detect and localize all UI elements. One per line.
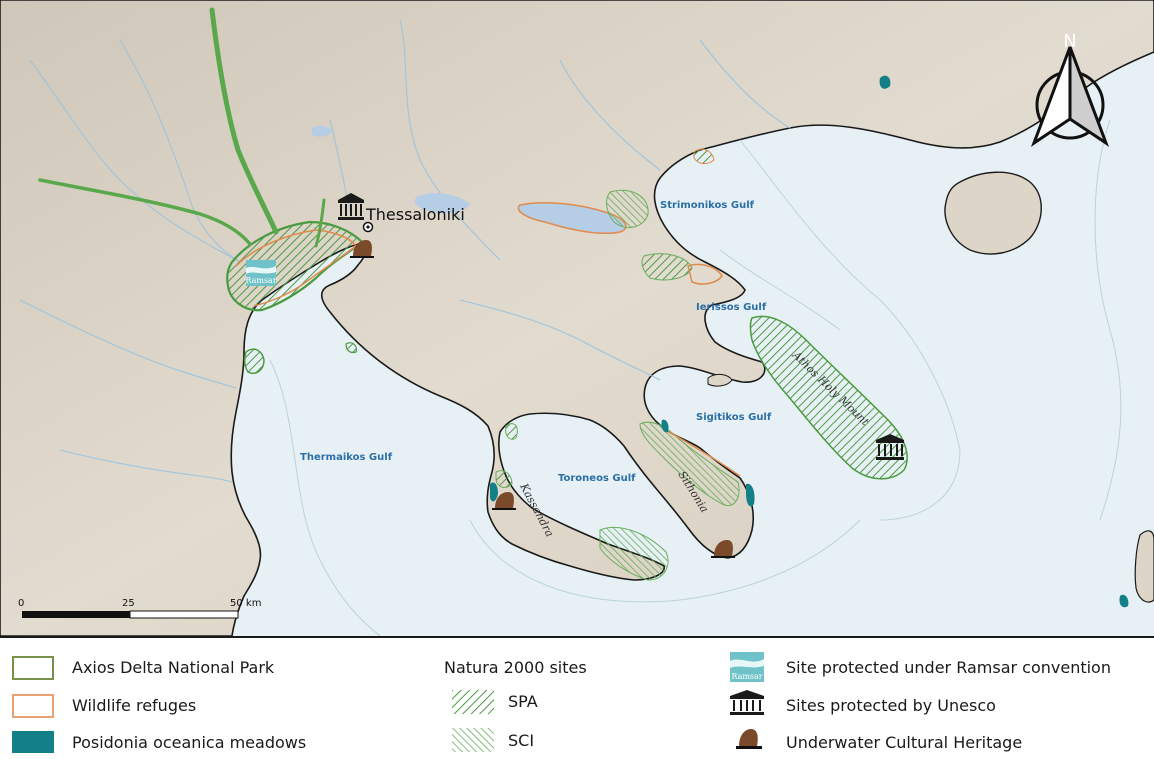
map-canvas: Strimonikos Gulf Ierissos Gulf Sigitikos… — [0, 0, 1154, 636]
legend-axios-label: Axios Delta National Park — [72, 658, 275, 677]
legend-posidonia-label: Posidonia oceanica meadows — [72, 733, 307, 752]
legend-unesco-label: Sites protected by Unesco — [786, 696, 996, 715]
axios-delta-area — [38, 7, 364, 374]
natura-2000-zones — [495, 148, 908, 581]
thasos-island — [944, 171, 1042, 255]
legend-ramsar-label: Site protected under Ramsar convention — [786, 658, 1111, 677]
depth-contours — [269, 119, 1122, 636]
lake-small — [312, 125, 332, 137]
gulf-label-thermaikos: Thermaikos Gulf — [300, 452, 393, 463]
legend-uch-label: Underwater Cultural Heritage — [786, 733, 1023, 752]
underwater-heritage-icon — [736, 729, 762, 749]
legend-spa-label: SPA — [508, 692, 538, 711]
legend-natura-label: Natura 2000 sites — [444, 658, 587, 677]
unesco-site-thessaloniki — [338, 193, 364, 220]
city-point-thessaloniki[interactable] — [362, 221, 374, 233]
gulf-label-toroneos: Toroneos Gulf — [558, 473, 636, 484]
underwater-heritage-markers — [350, 240, 735, 558]
gulf-label-sigitikos: Sigitikos Gulf — [696, 412, 772, 423]
sci-swatch — [452, 728, 494, 752]
svg-text:Ramsar: Ramsar — [731, 672, 762, 681]
island-east — [1134, 530, 1154, 603]
svg-text:25: 25 — [122, 598, 135, 609]
legend-sci-label: SCI — [508, 731, 535, 750]
gulf-label-ierissos: Ierissos Gulf — [696, 302, 767, 313]
lake-volvi — [517, 202, 627, 235]
gulf-label-strimonikos: Strimonikos Gulf — [660, 200, 755, 211]
unesco-site-athos — [876, 434, 904, 460]
islet — [707, 373, 733, 387]
svg-text:50 km: 50 km — [230, 598, 261, 609]
scale-bar: 0 25 50 km — [18, 598, 261, 619]
ramsar-site-marker: Ramsar — [245, 260, 277, 286]
map-legend: Axios Delta National Park Wildlife refug… — [0, 636, 1154, 759]
posidonia-swatch — [12, 731, 54, 753]
ramsar-icon: Ramsar — [730, 652, 764, 682]
legend-refuges-label: Wildlife refuges — [72, 696, 197, 715]
posidonia-meadows — [490, 75, 1129, 608]
city-label-thessaloniki[interactable]: Thessaloniki — [365, 205, 465, 224]
svg-text:0: 0 — [18, 598, 24, 609]
svg-text:N: N — [1063, 31, 1076, 52]
unesco-icon — [730, 690, 764, 715]
svg-text:Ramsar: Ramsar — [245, 276, 276, 285]
refuge-swatch — [12, 694, 54, 718]
north-arrow-icon: N — [1030, 31, 1110, 147]
spa-swatch — [452, 690, 494, 714]
axios-swatch — [12, 656, 54, 680]
rivers — [19, 19, 791, 483]
lake-koroneia — [414, 193, 470, 214]
